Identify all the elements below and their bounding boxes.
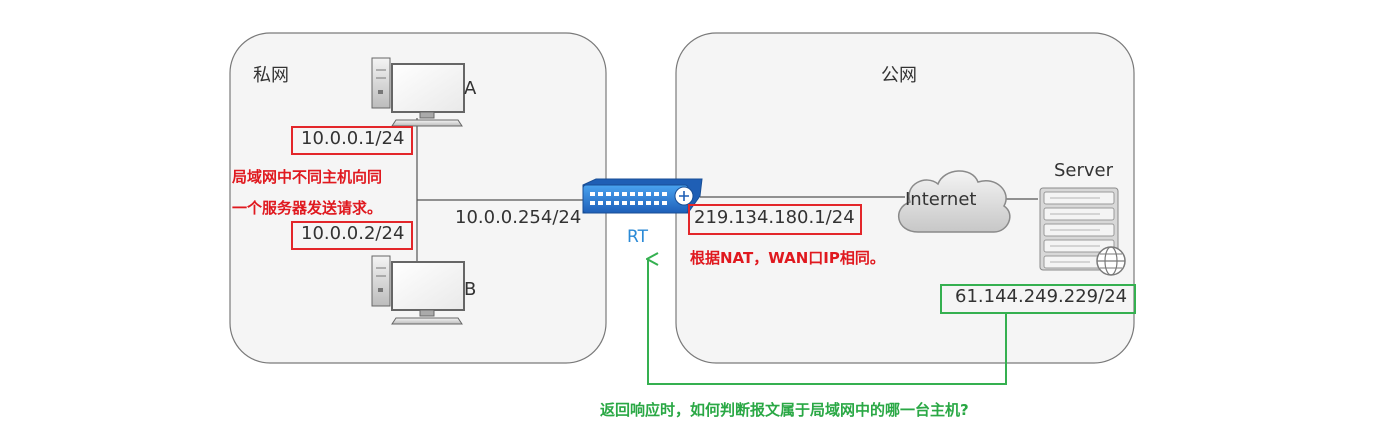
connection-lines <box>416 118 1038 262</box>
server-icon <box>1039 187 1126 276</box>
public-network-title: 公网 <box>881 65 917 86</box>
wan-ip: 219.134.180.1/24 <box>694 207 855 228</box>
host-b-ip-box <box>291 221 413 250</box>
internet-cloud-icon <box>897 170 1011 233</box>
internet-label: Internet <box>905 189 977 210</box>
pc-b-icon <box>371 255 465 325</box>
return-question-note: 返回响应时，如何判断报文属于局域网中的哪一台主机? <box>600 401 969 419</box>
host-b-ip: 10.0.0.2/24 <box>301 223 405 244</box>
lan-note-line2: 一个服务器发送请求。 <box>232 199 383 217</box>
nat-note: 根据NAT，WAN口IP相同。 <box>690 249 885 267</box>
server-ip: 61.144.249.229/24 <box>955 286 1128 307</box>
server-label: Server <box>1054 160 1114 181</box>
host-a-ip-box <box>291 126 413 155</box>
host-b-label: B <box>464 279 477 300</box>
pc-a-icon <box>371 57 465 127</box>
router-label: RT <box>627 227 648 247</box>
private-network-title: 私网 <box>253 65 289 86</box>
wan-ip-box <box>688 204 862 235</box>
host-a-ip: 10.0.0.1/24 <box>301 128 405 149</box>
lan-note-line1: 局域网中不同主机向同 <box>232 168 383 186</box>
server-ip-box <box>940 284 1136 314</box>
router-icon <box>582 178 703 214</box>
gateway-ip: 10.0.0.254/24 <box>455 207 582 228</box>
return-path-arrow <box>648 259 1007 385</box>
host-a-label: A <box>464 78 477 99</box>
